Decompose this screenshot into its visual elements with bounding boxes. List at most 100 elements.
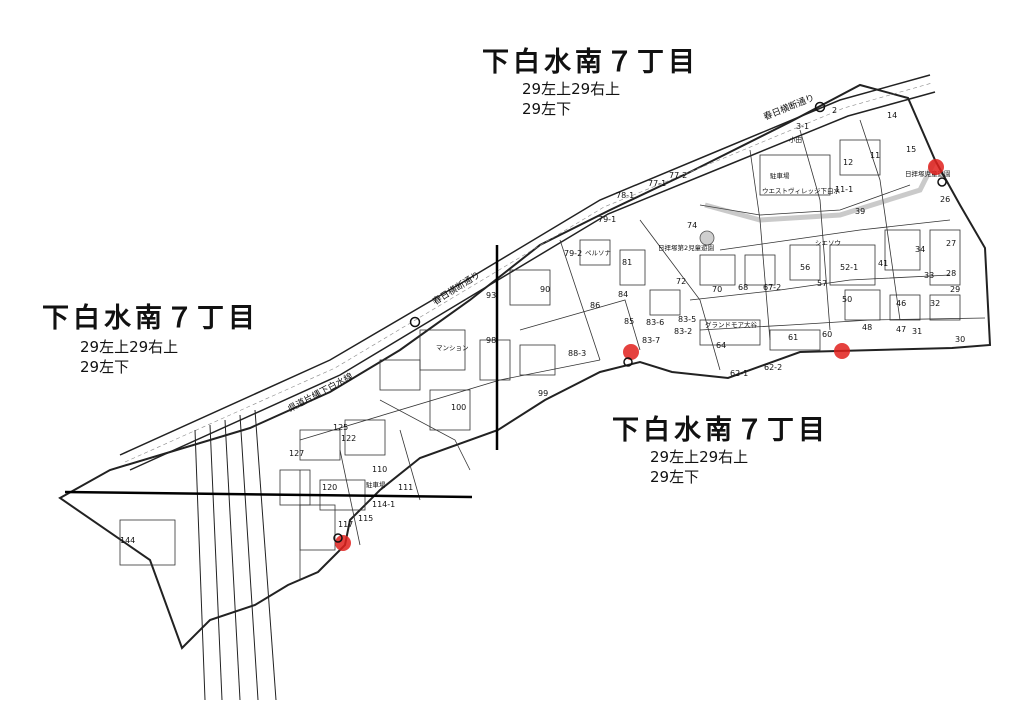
lot-label: 39 — [855, 207, 865, 216]
lot-label: 120 — [322, 483, 337, 492]
lot-label: 86 — [590, 301, 600, 310]
area-boundary-horizontal — [64, 490, 473, 499]
area-sub-north-line2: 29左下 — [522, 100, 572, 118]
district-outline — [58, 83, 992, 650]
manhole-icon — [623, 357, 633, 367]
lot-label: 56 — [800, 263, 810, 272]
lot-label: 115 — [358, 514, 373, 523]
lot-label: 26 — [940, 195, 950, 204]
lot-label: 27 — [946, 239, 956, 248]
lot-label: 117 — [338, 520, 353, 529]
area-sub-south-line1: 29左上29右上 — [650, 448, 749, 466]
lot-label: 110 — [372, 465, 387, 474]
lot-label: 77-2 — [669, 171, 687, 180]
lot-label: 3-1 — [796, 122, 809, 131]
lot-label: 127 — [289, 449, 304, 458]
lot-label: 99 — [538, 389, 548, 398]
lot-label: 11-1 — [835, 185, 853, 194]
building-label: ペルソナ — [585, 249, 611, 257]
lot-label: 32 — [930, 299, 940, 308]
lot-label: 68 — [738, 283, 748, 292]
lot-label: 100 — [451, 403, 466, 412]
lot-label: 28 — [946, 269, 956, 278]
manhole-icon — [333, 533, 343, 543]
lot-label: 34 — [915, 245, 925, 254]
lot-numbers: 2 3-1 11 11-1 12 14 15 26 27 28 29 30 31… — [120, 106, 965, 545]
lot-label: 114-1 — [372, 500, 395, 509]
red-marker-icon[interactable] — [834, 343, 850, 359]
area-sub-north-line1: 29左上29右上 — [522, 80, 621, 98]
lot-label: 122 — [341, 434, 356, 443]
lot-label: 62-2 — [764, 363, 782, 372]
manhole-icon — [937, 177, 947, 187]
park-icon — [699, 230, 715, 246]
lot-label: 79-1 — [598, 215, 616, 224]
lot-label: 33 — [924, 271, 934, 280]
road-lower-edge — [129, 91, 936, 471]
lot-label: 31 — [912, 327, 922, 336]
manhole-icon — [814, 101, 826, 113]
building-label: マンション — [436, 344, 469, 352]
road-upper-edge — [119, 74, 931, 456]
lot-label: 93 — [486, 291, 496, 300]
lot-label: 81 — [622, 258, 632, 267]
lot-label: 74 — [687, 221, 697, 230]
manhole-icon — [409, 316, 421, 328]
lot-label: 46 — [896, 299, 906, 308]
building-label: シエソウ — [815, 239, 841, 247]
lot-label: 14 — [887, 111, 897, 120]
lot-label: 83-6 — [646, 318, 664, 327]
lot-label: 111 — [398, 483, 413, 492]
lot-label: 79-2 — [564, 249, 582, 258]
lot-label: 47 — [896, 325, 906, 334]
building-label: 日拝塚第2児童遊園 — [658, 243, 714, 252]
lot-label: 15 — [906, 145, 916, 154]
building-label: 小田 — [789, 135, 802, 144]
lot-label: 12 — [843, 158, 853, 167]
lot-label: 50 — [842, 295, 852, 304]
lot-label: 48 — [862, 323, 872, 332]
lot-label: 144 — [120, 536, 135, 545]
lot-label: 41 — [878, 259, 888, 268]
building-label: グランドモア大谷 — [705, 320, 758, 329]
lot-label: 2 — [832, 106, 837, 115]
building-label: 駐車場 — [770, 171, 790, 180]
lot-label: 52-1 — [840, 263, 858, 272]
lot-label: 30 — [955, 335, 965, 344]
area-sub-west-line2: 29左下 — [80, 358, 130, 376]
lot-label: 72 — [676, 277, 686, 286]
area-sub-west-line1: 29左上29右上 — [80, 338, 179, 356]
lot-label: 84 — [618, 290, 628, 299]
lot-label: 125 — [333, 423, 348, 432]
lot-label: 90 — [540, 285, 550, 294]
red-marker-icon[interactable] — [928, 159, 944, 175]
lot-label: 77-1 — [648, 179, 666, 188]
area-title-south: 下白水南７丁目 — [612, 415, 829, 446]
lot-label: 88-3 — [568, 349, 586, 358]
lot-label: 61 — [788, 333, 798, 342]
lot-label: 64 — [716, 341, 726, 350]
lot-label: 83-5 — [678, 315, 696, 324]
building-label: 日拝塚児童遊園 — [905, 169, 951, 178]
lot-label: 85 — [624, 317, 634, 326]
block-lines — [299, 119, 986, 580]
railway — [194, 409, 277, 701]
buildings — [119, 139, 961, 566]
lot-label: 60 — [822, 330, 832, 339]
lot-label: 67-2 — [763, 283, 781, 292]
red-marker-icon[interactable] — [335, 535, 351, 551]
lot-label: 11 — [870, 151, 880, 160]
footpath — [704, 158, 938, 223]
lot-label: 98 — [486, 336, 496, 345]
lot-label: 78-1 — [616, 191, 634, 200]
markers — [333, 101, 947, 551]
red-marker-icon[interactable] — [623, 344, 639, 360]
building-label: ウエストヴィレッジ下白水 — [762, 186, 841, 195]
building-labels: 小田 駐車場 日拝塚児童遊園 シエソウ グランドモア大谷 日拝塚第2児童遊園 ウ… — [366, 135, 951, 489]
lot-label: 70 — [712, 285, 722, 294]
lot-label: 83-2 — [674, 327, 692, 336]
lot-label: 57 — [817, 279, 827, 288]
area-sub-south-line2: 29左下 — [650, 468, 700, 486]
